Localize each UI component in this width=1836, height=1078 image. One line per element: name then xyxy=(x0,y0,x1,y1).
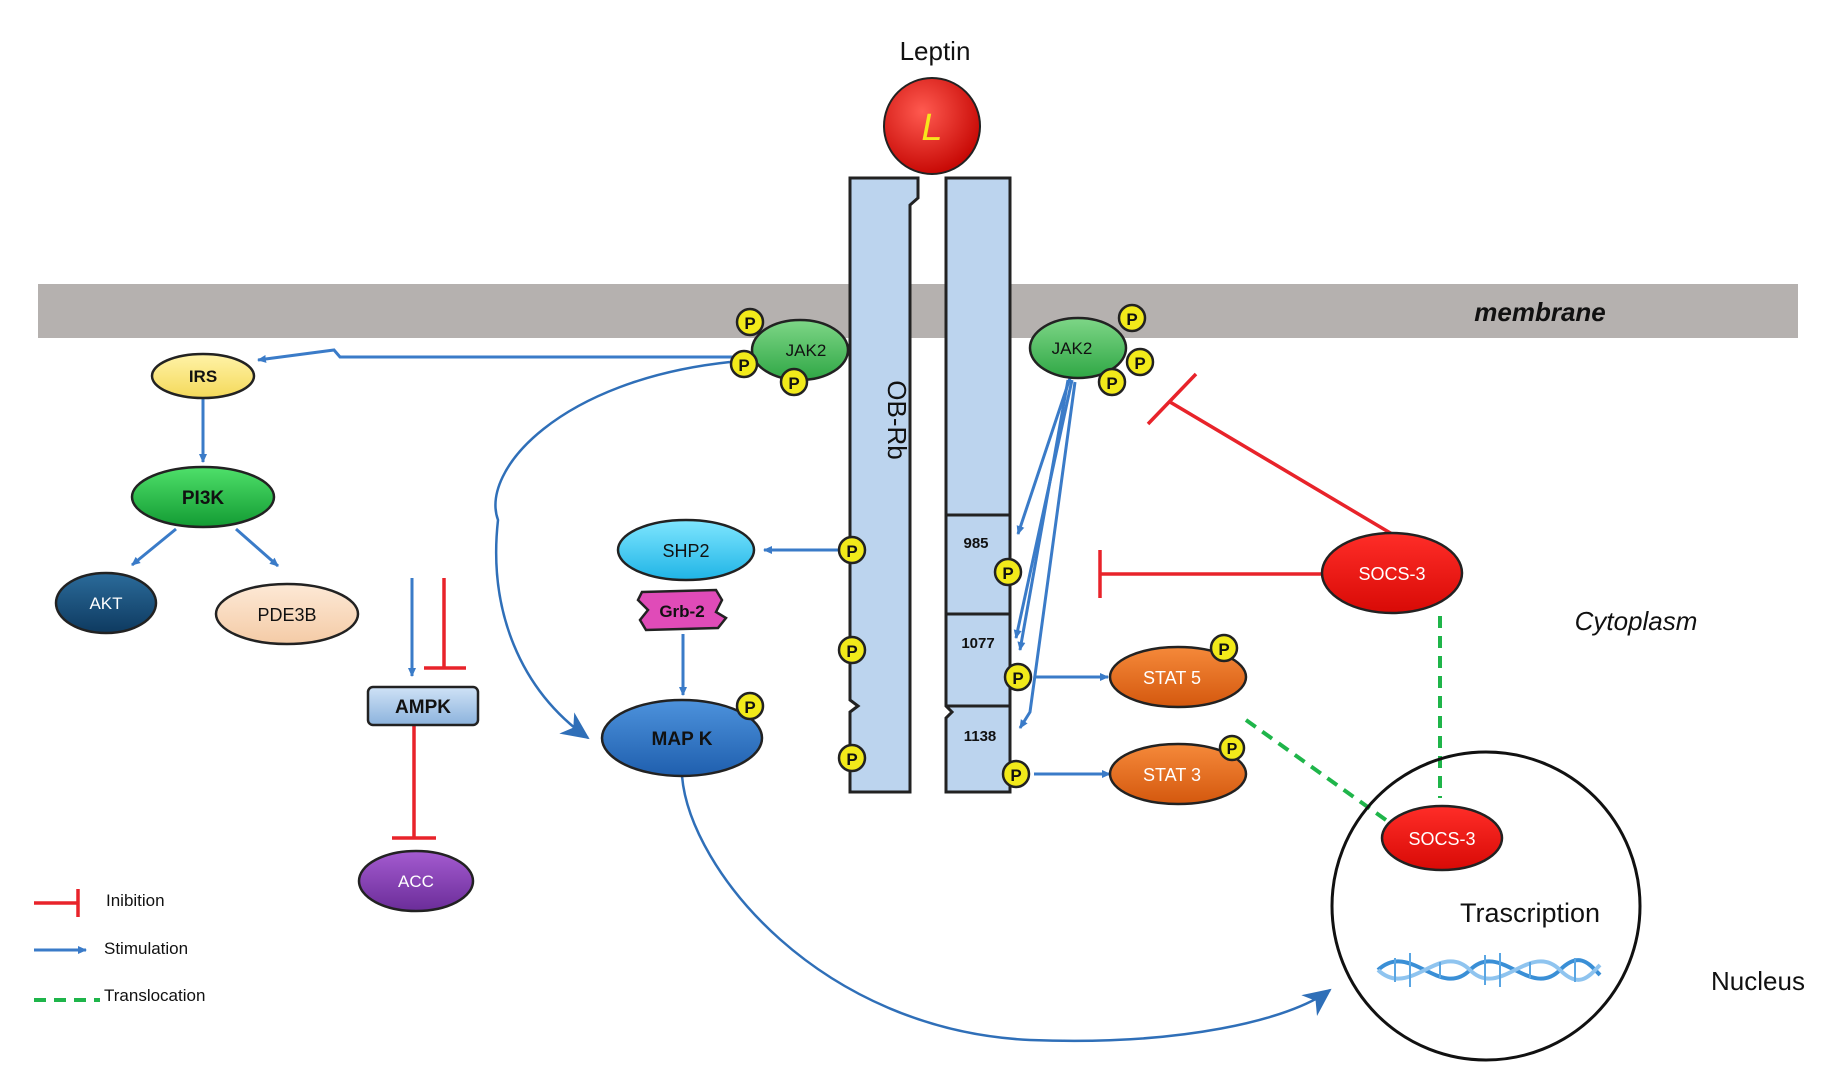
receptor-left-bar xyxy=(848,176,920,794)
svg-text:P: P xyxy=(744,698,755,717)
node-grb2: Grb-2 xyxy=(636,588,728,632)
leptin-ligand xyxy=(883,77,981,175)
node-acc: ACC xyxy=(357,849,475,913)
svg-text:P: P xyxy=(1010,766,1021,785)
node-akt: AKT xyxy=(54,571,158,635)
jak2-left-label: JAK2 xyxy=(786,341,827,360)
node-jak2-right: JAK2 xyxy=(1028,316,1128,380)
stat5-label: STAT 5 xyxy=(1143,668,1201,688)
svg-text:P: P xyxy=(846,750,857,769)
svg-text:P: P xyxy=(846,642,857,661)
shp2-label: SHP2 xyxy=(662,541,709,561)
arrow-jak2-to-985 xyxy=(1016,377,1072,535)
legend-stimulation: Stimulation xyxy=(34,939,188,958)
arrow-jak2-to-1138 xyxy=(1018,381,1077,729)
site-985: 985 xyxy=(963,535,988,552)
legend: Inibition Stimulation Translocation xyxy=(34,889,205,1005)
receptor-label: OB-Rb xyxy=(882,380,912,459)
site-1138: 1138 xyxy=(964,728,997,745)
pde3b-label: PDE3B xyxy=(257,605,316,625)
phospho-badge: P xyxy=(1001,759,1031,789)
dna-icon xyxy=(1376,953,1602,987)
phospho-badge: P xyxy=(779,367,809,397)
pi3k-label: PI3K xyxy=(182,488,225,509)
arrow-jak2-to-mapk xyxy=(494,360,731,740)
inhib-socs-jak2-bar xyxy=(1146,372,1198,426)
node-stat3: STAT 3 xyxy=(1108,742,1248,806)
svg-text:P: P xyxy=(1126,310,1137,329)
inhibition-lines xyxy=(392,372,1393,840)
phospho-badge: P xyxy=(993,557,1023,587)
phospho-badge: P xyxy=(735,691,765,721)
cytoplasm-label: Cytoplasm xyxy=(1575,606,1698,636)
translocation-lines xyxy=(1244,616,1442,832)
stimulation-arrows xyxy=(131,348,1332,1043)
legend-translocation-label: Translocation xyxy=(104,986,205,1005)
arrow-jak2-to-1077b xyxy=(1017,379,1070,651)
svg-text:P: P xyxy=(1002,564,1013,583)
leptin-symbol: L xyxy=(921,107,942,149)
membrane-label: membrane xyxy=(1474,297,1606,327)
arrow-mapk-to-nucleus xyxy=(680,775,1332,1043)
node-mapk: MAP K xyxy=(600,698,764,778)
node-stat5: STAT 5 xyxy=(1108,645,1248,709)
socs3-cyto-label: SOCS-3 xyxy=(1358,564,1425,584)
svg-text:P: P xyxy=(1106,374,1117,393)
nucleus-envelope xyxy=(1330,750,1642,1062)
node-pde3b: PDE3B xyxy=(214,582,360,646)
site-1077: 1077 xyxy=(961,635,994,652)
phospho-badges: P P P P P P P P P P P P P P P xyxy=(729,303,1246,789)
node-socs3-nucleus: SOCS-3 xyxy=(1380,804,1504,872)
phospho-badge: P xyxy=(735,307,765,337)
phospho-badge: P xyxy=(837,743,867,773)
svg-text:P: P xyxy=(738,356,749,375)
phospho-badge: P xyxy=(1209,633,1239,663)
legend-inhibition-label: Inibition xyxy=(106,891,165,910)
node-shp2: SHP2 xyxy=(616,518,756,582)
phospho-badge: P xyxy=(1117,303,1147,333)
phospho-badge: P xyxy=(729,349,759,379)
jak2-right-label: JAK2 xyxy=(1052,339,1093,358)
legend-stimulation-label: Stimulation xyxy=(104,939,188,958)
svg-text:P: P xyxy=(744,314,755,333)
arrow-pi3k-to-akt xyxy=(131,527,177,567)
node-pi3k: PI3K xyxy=(130,465,276,529)
phospho-badge: P xyxy=(1003,662,1033,692)
phospho-badge: P xyxy=(1097,367,1127,397)
ampk-label: AMPK xyxy=(395,697,451,718)
nucleus-label: Nucleus xyxy=(1711,966,1805,996)
node-irs: IRS xyxy=(150,352,256,400)
legend-inhibition: Inibition xyxy=(34,889,165,917)
svg-text:P: P xyxy=(1012,669,1023,688)
socs3-nuc-label: SOCS-3 xyxy=(1408,829,1475,849)
irs-label: IRS xyxy=(189,367,217,386)
node-ampk: AMPK xyxy=(366,685,480,727)
membrane-band xyxy=(38,284,1798,338)
svg-text:P: P xyxy=(788,374,799,393)
leptin-title: Leptin xyxy=(900,36,971,66)
svg-text:P: P xyxy=(1134,354,1145,373)
arrow-jak2-to-irs xyxy=(257,348,738,363)
legend-translocation: Translocation xyxy=(34,986,205,1005)
mapk-label: MAP K xyxy=(652,729,713,750)
svg-text:P: P xyxy=(846,542,857,561)
akt-label: AKT xyxy=(89,594,122,613)
grb2-label: Grb-2 xyxy=(659,602,704,621)
receptor-right-bar xyxy=(944,176,1012,794)
phospho-badge: P xyxy=(1125,347,1155,377)
phospho-badge: P xyxy=(837,535,867,565)
phospho-badge: P xyxy=(1218,734,1246,762)
stat3-label: STAT 3 xyxy=(1143,765,1201,785)
transcription-label: Trascription xyxy=(1460,898,1600,928)
inhib-socs-jak2-stem xyxy=(1169,400,1393,536)
acc-label: ACC xyxy=(398,872,434,891)
node-socs3-cytoplasm: SOCS-3 xyxy=(1320,531,1464,615)
phospho-badge: P xyxy=(837,635,867,665)
arrow-pi3k-to-pde3b xyxy=(235,527,279,568)
trans-stat3-to-nucleus xyxy=(1244,718,1402,832)
node-jak2-left: JAK2 xyxy=(750,318,850,382)
svg-text:P: P xyxy=(1227,741,1238,758)
svg-text:P: P xyxy=(1218,640,1229,659)
